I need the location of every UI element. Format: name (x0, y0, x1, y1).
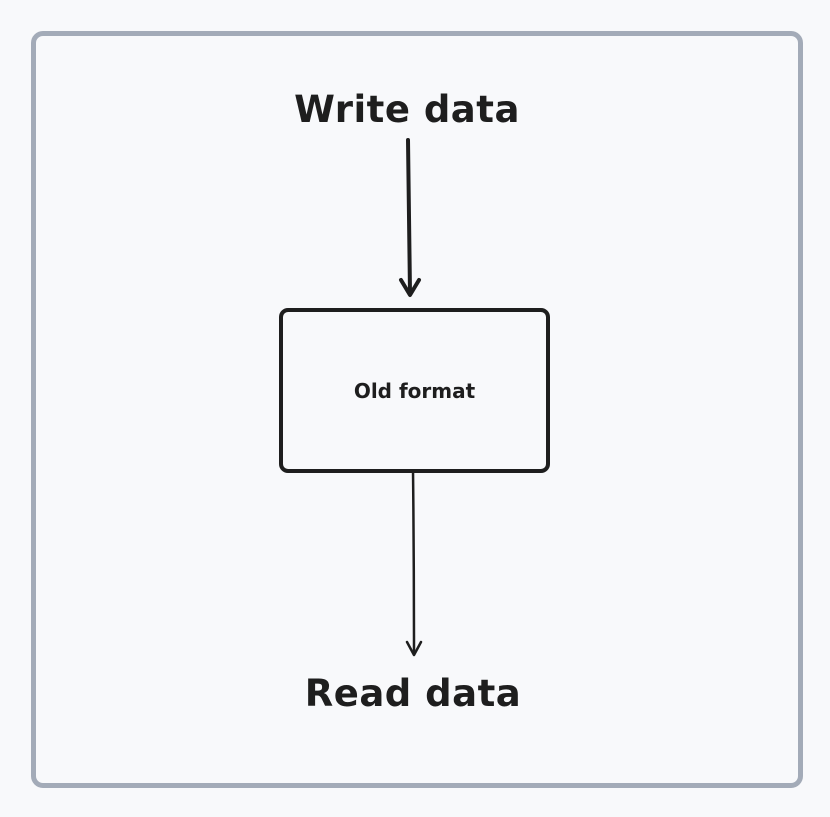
arrow-box-to-read (405, 468, 423, 657)
old-format-label: Old format (353, 378, 476, 403)
arrow-write-to-box (399, 138, 421, 297)
read-data-label: Read data (304, 672, 522, 715)
old-format-box: Old format (279, 308, 550, 473)
write-data-label: Write data (294, 88, 520, 131)
